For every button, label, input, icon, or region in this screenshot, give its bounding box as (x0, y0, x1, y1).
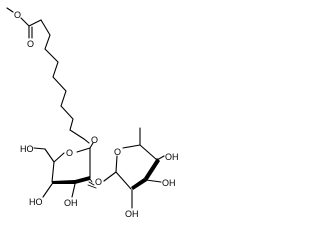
fucose-c2-hydroxyl-label: OH (125, 209, 139, 219)
galactose-ring-oxygen-label: O (66, 148, 73, 158)
glycosidic-oxygen-chain-label: O (91, 135, 98, 145)
galactose-c4-hydroxyl-label: HO (29, 197, 43, 207)
galactose-c3-hydroxyl-label: OH (64, 198, 78, 208)
alkyl-chain (40, 19, 90, 144)
galactose-ring (33, 142, 97, 198)
fucose-ring (103, 127, 165, 209)
linking-oxygen-label: O (95, 177, 102, 187)
fucose-c4-hydroxyl-label: OH (165, 152, 179, 162)
carbonyl-oxygen-label: O (27, 39, 34, 49)
ester-group (6, 7, 42, 39)
fucose-c3-hydroxyl-label: OH (162, 178, 176, 188)
methoxy-oxygen-label: O (14, 10, 21, 20)
ch2oh-hydroxyl-label: HO (20, 144, 34, 154)
atom-labels: O O O O HO HO OH O O OH OH OH (14, 10, 179, 219)
fucose-ring-oxygen-label: O (114, 147, 121, 157)
chemical-structure-diagram: O O O O HO HO OH O O OH OH OH (6, 7, 179, 219)
